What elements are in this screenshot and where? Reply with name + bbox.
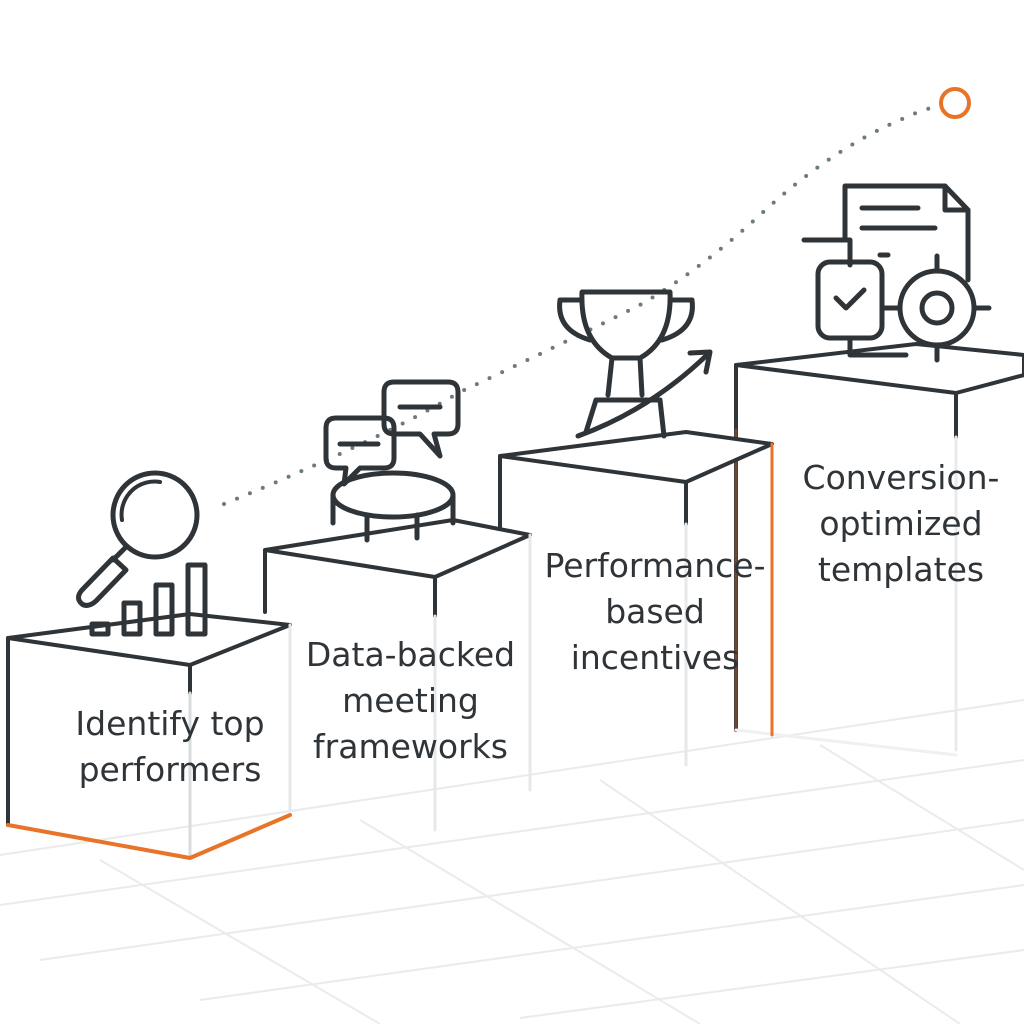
- step-2-label: Data-backed meeting frameworks: [283, 632, 538, 770]
- step-1-line-1: Identify top: [75, 704, 265, 743]
- step-3-label: Performance- based incentives: [530, 543, 780, 681]
- trophy-arrow-icon: [557, 289, 713, 439]
- document-clipboard-target-icon: [801, 183, 992, 363]
- step-2-line-2: meeting: [342, 681, 479, 720]
- chat-bubbles-table-icon: [323, 379, 461, 543]
- step-4-label: Conversion- optimized templates: [778, 455, 1024, 593]
- step-2-line-1: Data-backed: [305, 635, 516, 674]
- trend-dotted-path: [222, 103, 946, 506]
- step-1-line-2: performers: [78, 750, 262, 789]
- step-2-line-3: frameworks: [313, 727, 508, 766]
- step-2-block: [263, 518, 532, 832]
- step-3-line-1: Performance-: [544, 546, 766, 585]
- step-1-block: [6, 612, 292, 860]
- step-3-line-2: based: [605, 592, 705, 631]
- step-3-line-3: incentives: [570, 638, 740, 677]
- magnifier-bar-chart-icon: [76, 470, 208, 637]
- step-4-line-3: templates: [817, 550, 985, 589]
- step-1-label: Identify top performers: [45, 701, 295, 793]
- floor-grid: [0, 699, 1024, 1025]
- step-4-line-1: Conversion-: [802, 458, 1000, 497]
- step-4-block: [734, 342, 1024, 757]
- step-4-line-2: optimized: [819, 504, 983, 543]
- step-3-block: [498, 430, 774, 767]
- goal-circle-icon: [939, 87, 971, 119]
